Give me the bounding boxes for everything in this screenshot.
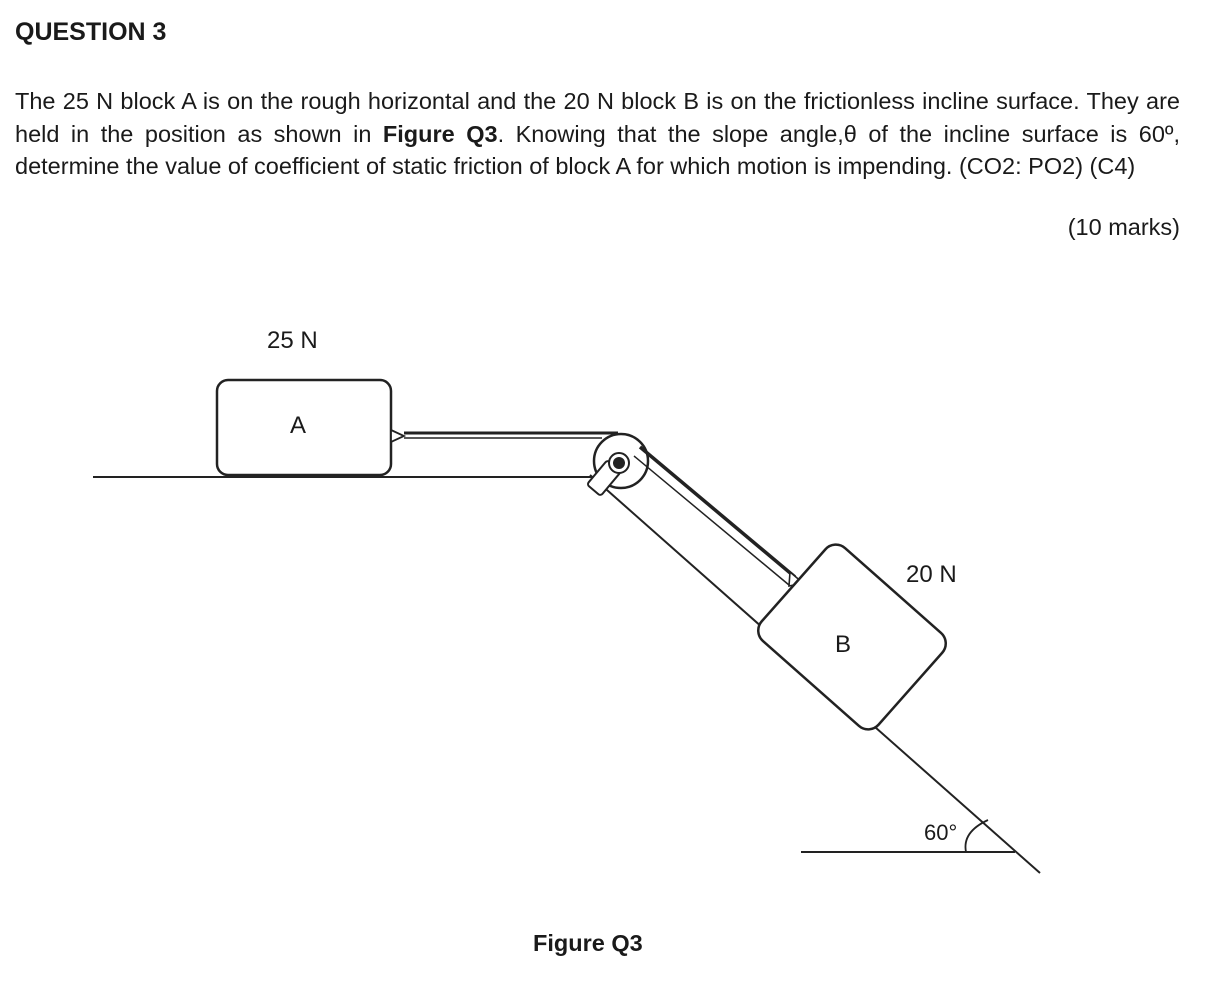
block-a-label: A [290, 412, 306, 439]
question-text: The 25 N block A is on the rough horizon… [15, 85, 1180, 183]
block-a [215, 378, 393, 477]
block-b [757, 543, 947, 731]
question-text-part-1: The 25 N block A is on the rough horizon… [15, 88, 1180, 147]
figure-caption: Figure Q3 [533, 930, 643, 956]
question-heading: QUESTION 3 [15, 18, 167, 46]
marks-label: (10 marks) [1067, 214, 1180, 240]
pulley [587, 432, 650, 496]
cable-incline [638, 445, 797, 579]
block-a-rope-bracket [390, 428, 407, 444]
figure-reference: Figure Q3 [382, 120, 498, 147]
cable-incline-lower [633, 455, 790, 586]
question-text-part-2: . Knowing that the slope angle,θ of the … [15, 120, 1181, 180]
block-a-weight-label: 25 N [267, 327, 318, 354]
angle-label: 60° [924, 820, 957, 845]
block-b-label: B [835, 631, 851, 658]
angle-arc [964, 819, 989, 853]
block-b-weight-label: 20 N [906, 561, 957, 588]
